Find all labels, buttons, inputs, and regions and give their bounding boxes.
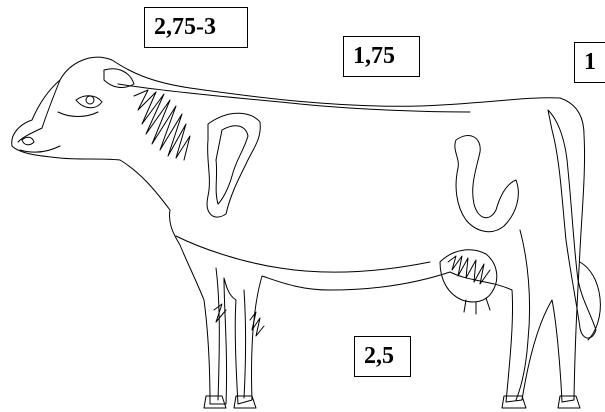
cow-mouth [20,146,60,152]
cow-udder [440,250,497,302]
cow-inner-contour-belly [176,236,430,272]
cow-inner-contour-back [118,84,470,112]
cow-front-leg-inner [216,268,246,400]
cow-leg-hatching [214,304,264,336]
score-label-belly: 2,5 [354,336,411,377]
cow-ear [104,69,134,88]
cow-tail-tip [580,262,600,340]
score-label-neck: 2,75-3 [144,7,248,48]
cow-rear-leg-inner [516,230,530,400]
score-label-back: 1,75 [343,36,420,77]
cow-tail [548,110,596,338]
cow-neck-hatching [134,90,190,160]
cow-shoulder-patch [207,113,260,217]
cow-hip-patch [455,136,518,232]
cow-front-hoof-left [204,396,226,408]
cow-body-outline [12,57,585,404]
cow-nostril [22,137,34,145]
cow-udder-hatching [448,256,490,284]
cow-udder-teats [464,298,490,314]
score-label-rump: 1 [574,42,605,83]
cow-eye [76,96,102,108]
cow-head-outline [18,80,98,142]
cow-shoulder-patch-inner [216,126,248,204]
